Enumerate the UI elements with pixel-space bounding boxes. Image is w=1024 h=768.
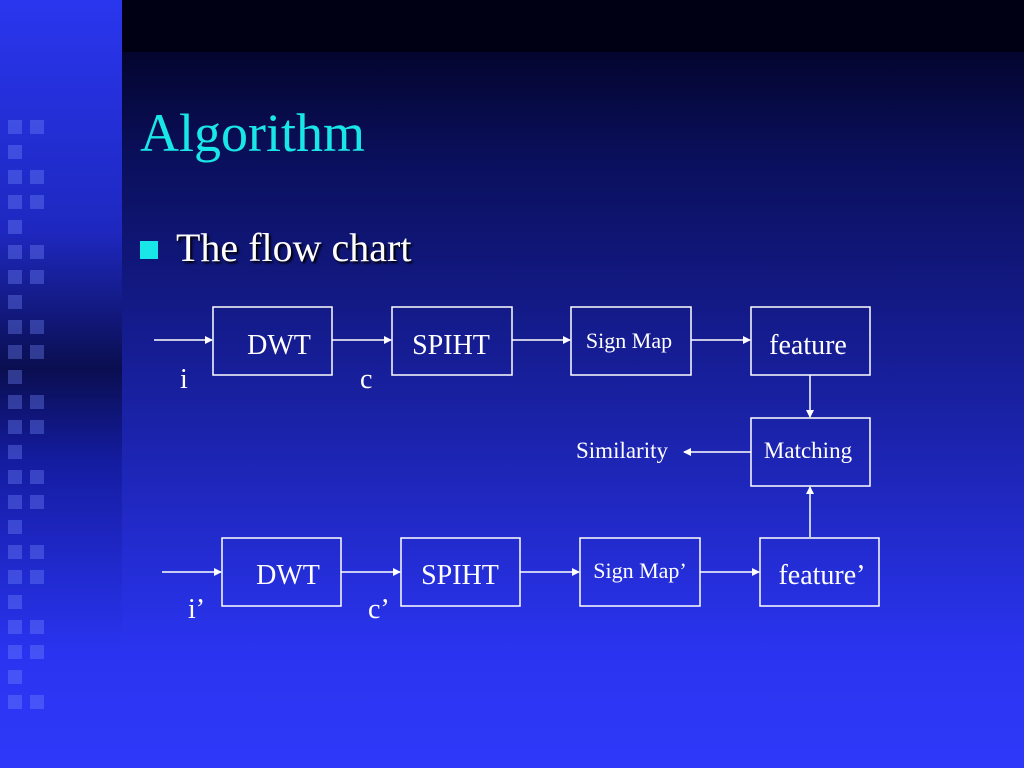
sidebar-square — [8, 620, 22, 634]
box-feature-2 — [759, 537, 880, 607]
slide-title: Algorithm — [140, 103, 365, 163]
label-c: c — [360, 364, 372, 395]
sidebar-square — [30, 270, 44, 284]
sidebar-square — [8, 220, 22, 234]
sidebar-square — [8, 695, 22, 709]
box-dwt-2-label: DWT — [256, 560, 320, 591]
sidebar-square — [8, 570, 22, 584]
box-feature-2-label: feature’ — [778, 560, 865, 591]
sidebar-square — [30, 120, 44, 134]
sidebar-square — [30, 345, 44, 359]
sidebar-square — [30, 570, 44, 584]
box-signmap-1 — [570, 306, 692, 376]
label-c-prime: c’ — [368, 594, 390, 625]
sidebar-square — [8, 445, 22, 459]
box-signmap-1-label: Sign Map — [586, 328, 672, 353]
sidebar-square — [8, 320, 22, 334]
sidebar-square — [8, 120, 22, 134]
box-spiht-1-label: SPIHT — [412, 330, 490, 361]
sidebar-square — [8, 345, 22, 359]
bullet-item: The flow chart — [140, 224, 411, 271]
similarity-label: Similarity — [576, 438, 669, 463]
sidebar-square — [30, 320, 44, 334]
sidebar-square — [30, 170, 44, 184]
sidebar-square — [30, 395, 44, 409]
sidebar-square — [30, 245, 44, 259]
sidebar-square — [8, 270, 22, 284]
sidebar-square — [8, 420, 22, 434]
label-i-prime: i’ — [188, 594, 205, 625]
box-spiht-1 — [391, 306, 513, 376]
sidebar-square — [30, 420, 44, 434]
sidebar-square — [8, 170, 22, 184]
sidebar-square — [8, 145, 22, 159]
label-i: i — [180, 364, 188, 395]
sidebar-decoration — [0, 0, 122, 768]
sidebar-square — [8, 395, 22, 409]
top-band — [122, 0, 1024, 52]
sidebar-square — [8, 545, 22, 559]
sidebar-square — [8, 195, 22, 209]
sidebar-square — [8, 595, 22, 609]
sidebar-square — [8, 470, 22, 484]
sidebar-square — [30, 695, 44, 709]
sidebar-square — [30, 495, 44, 509]
sidebar-square — [30, 470, 44, 484]
sidebar-square — [30, 545, 44, 559]
sidebar-square — [30, 645, 44, 659]
sidebar-square — [8, 370, 22, 384]
sidebar-square — [8, 245, 22, 259]
sidebar-square — [8, 295, 22, 309]
square-bullet-icon — [140, 240, 158, 259]
box-matching-label: Matching — [764, 438, 853, 463]
box-dwt-1-label: DWT — [247, 330, 311, 361]
box-feature-1-label: feature — [769, 330, 847, 361]
sidebar-square — [8, 495, 22, 509]
sidebar-square — [8, 670, 22, 684]
box-dwt-1 — [212, 306, 333, 376]
bullet-text: The flow chart — [176, 225, 412, 270]
sidebar-square — [30, 195, 44, 209]
sidebar-square — [8, 520, 22, 534]
sidebar-square — [30, 620, 44, 634]
sidebar-square — [8, 645, 22, 659]
box-signmap-2-label: Sign Map’ — [593, 558, 687, 583]
box-spiht-2-label: SPIHT — [421, 560, 499, 591]
